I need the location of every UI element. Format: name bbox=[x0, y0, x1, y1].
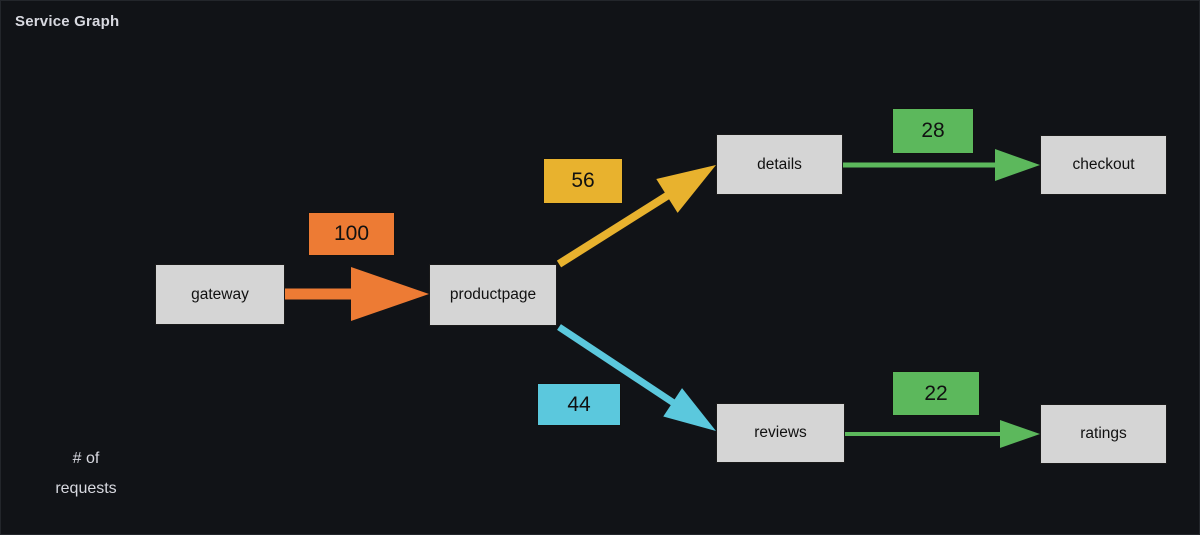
edge-value-label-productpage-reviews[interactable]: 44 bbox=[537, 383, 621, 426]
edge-value-label-reviews-ratings[interactable]: 22 bbox=[892, 371, 980, 416]
edge-line bbox=[557, 324, 677, 407]
graph-node-ratings[interactable]: ratings bbox=[1040, 404, 1167, 464]
graph-node-label: gateway bbox=[191, 285, 249, 303]
edge-arrowhead bbox=[351, 267, 429, 321]
edge-value-text: 56 bbox=[571, 169, 595, 192]
graph-node-gateway[interactable]: gateway bbox=[155, 264, 285, 325]
edge-value-label-productpage-details[interactable]: 56 bbox=[543, 158, 623, 204]
graph-node-label: ratings bbox=[1080, 425, 1127, 442]
page-title: Service Graph bbox=[15, 13, 120, 30]
graph-edge-details-checkout[interactable] bbox=[842, 149, 1040, 181]
graph-edge-reviews-ratings[interactable] bbox=[844, 420, 1040, 448]
legend-line-2: requests bbox=[55, 480, 117, 497]
edge-value-text: 44 bbox=[567, 392, 591, 416]
graph-node-label: details bbox=[757, 155, 802, 173]
edge-value-text: 28 bbox=[921, 119, 945, 142]
graph-edge-productpage-reviews[interactable] bbox=[557, 324, 716, 431]
graph-node-reviews[interactable]: reviews bbox=[716, 403, 845, 463]
graph-edge-gateway-productpage[interactable] bbox=[284, 267, 429, 321]
edge-value-text: 22 bbox=[924, 381, 948, 405]
edge-arrowhead bbox=[995, 149, 1040, 181]
edge-value-text: 100 bbox=[333, 222, 370, 245]
graph-node-label: reviews bbox=[754, 424, 807, 441]
graph-node-checkout[interactable]: checkout bbox=[1040, 135, 1167, 195]
legend: # of requests bbox=[23, 444, 149, 504]
graph-node-label: checkout bbox=[1072, 156, 1135, 173]
edge-value-label-details-checkout[interactable]: 28 bbox=[892, 108, 974, 154]
edge-value-label-gateway-productpage[interactable]: 100 bbox=[308, 212, 395, 256]
edge-arrowhead bbox=[663, 388, 716, 431]
legend-line-1: # of bbox=[72, 450, 100, 467]
edge-arrowhead bbox=[656, 165, 716, 213]
graph-node-details[interactable]: details bbox=[716, 134, 843, 195]
graph-node-productpage[interactable]: productpage bbox=[429, 264, 557, 326]
edge-line bbox=[556, 191, 671, 268]
graph-edge-productpage-details[interactable] bbox=[556, 165, 716, 268]
edge-arrowhead bbox=[1000, 420, 1040, 448]
graph-node-label: productpage bbox=[449, 286, 537, 303]
